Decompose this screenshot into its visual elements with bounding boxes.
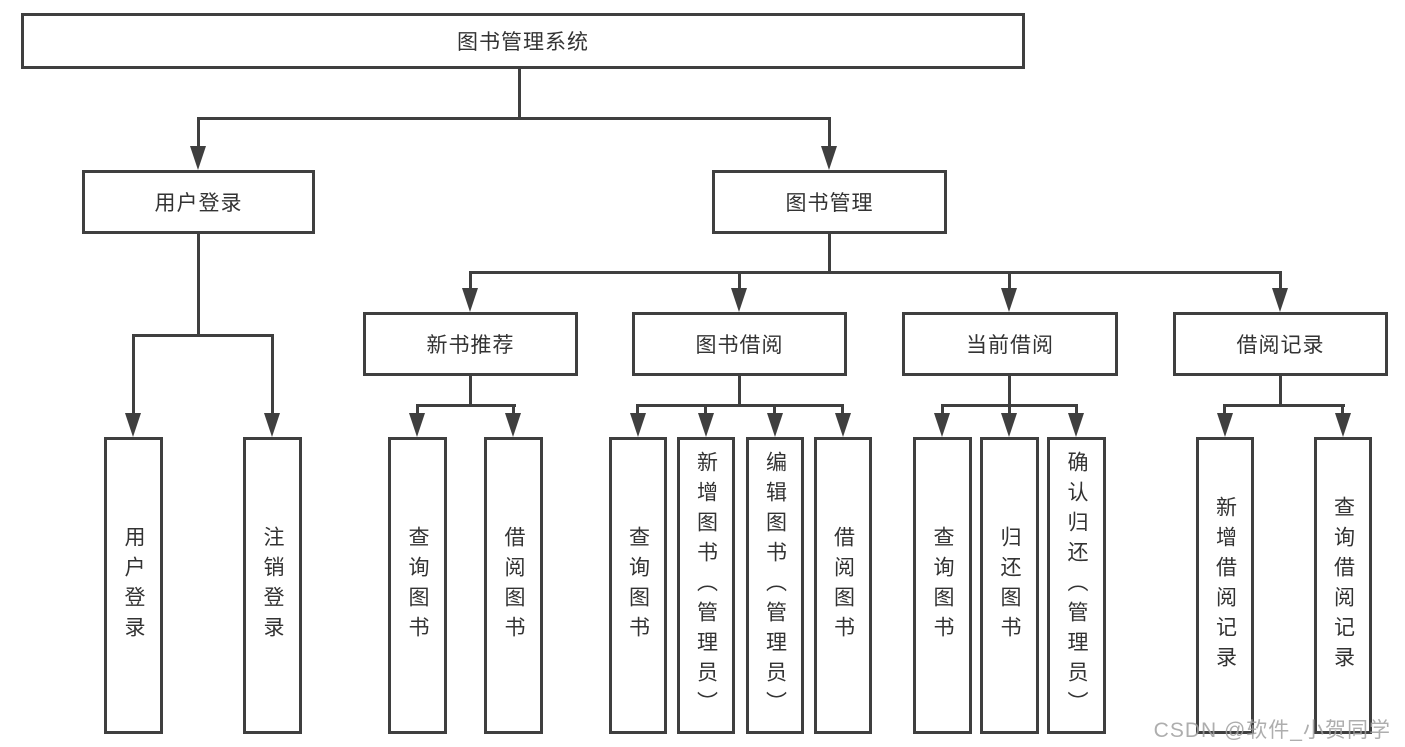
arrow-down-icon <box>934 413 950 437</box>
node-user-login: 用户登录 <box>82 170 315 234</box>
csdn-watermark: CSDN @软件_小贺同学 <box>1153 719 1391 742</box>
connector-user-login-horizontal <box>132 334 274 337</box>
connector-stem <box>1279 273 1282 290</box>
arrow-down-icon <box>821 146 837 170</box>
leaf-return-book-label: 归还图书 <box>998 525 1021 646</box>
leaf-confirm-return: 确认归还（管理员） <box>1047 437 1106 734</box>
node-root: 图书管理系统 <box>21 13 1025 69</box>
connector-new-book-horizontal <box>416 404 516 407</box>
connector-book-mgmt-horizontal <box>469 271 1282 274</box>
connector-current-borrow-horizontal <box>941 404 1078 407</box>
arrow-down-icon <box>1335 413 1351 437</box>
leaf-add-book: 新增图书（管理员） <box>677 437 735 734</box>
arrow-down-icon <box>698 413 714 437</box>
connector-user-login-vertical <box>197 233 200 336</box>
connector-root-horizontal <box>197 117 831 120</box>
leaf-borrow-book: 借阅图书 <box>814 437 872 734</box>
connector-current-borrow-vertical <box>1008 375 1011 406</box>
node-borrow-record: 借阅记录 <box>1173 312 1388 376</box>
leaf-borrow-book-recommend-label: 借阅图书 <box>502 525 525 646</box>
connector-stem <box>271 336 274 415</box>
connector-book-borrow-horizontal <box>636 404 844 407</box>
connector-stem <box>636 406 639 416</box>
connector-new-book-vertical <box>469 375 472 406</box>
leaf-confirm-return-label: 确认归还（管理员） <box>1065 450 1088 721</box>
arrow-down-icon <box>462 288 478 312</box>
leaf-add-borrow-record: 新增借阅记录 <box>1196 437 1254 734</box>
leaf-query-borrow-record-label: 查询借阅记录 <box>1331 495 1355 676</box>
node-book-borrow: 图书借阅 <box>632 312 847 376</box>
node-new-book-recommend: 新书推荐 <box>363 312 578 376</box>
arrow-down-icon <box>835 413 851 437</box>
connector-stem <box>704 406 707 416</box>
leaf-edit-book-label: 编辑图书（管理员） <box>763 450 787 721</box>
leaf-borrow-book-label: 借阅图书 <box>831 525 855 646</box>
node-borrow-record-label: 借阅记录 <box>1236 334 1325 357</box>
connector-stem <box>512 406 515 416</box>
node-book-management-label: 图书管理 <box>785 192 874 215</box>
arrow-down-icon <box>264 413 280 437</box>
connector-stem <box>738 273 741 290</box>
arrow-down-icon <box>1001 288 1017 312</box>
arrow-down-icon <box>409 413 425 437</box>
connector-stem <box>1075 406 1078 416</box>
leaf-query-current-borrow-label: 查询图书 <box>931 525 954 646</box>
node-current-borrow: 当前借阅 <box>902 312 1118 376</box>
leaf-add-borrow-record-label: 新增借阅记录 <box>1213 495 1237 676</box>
connector-stem <box>469 273 472 290</box>
arrow-down-icon <box>190 146 206 170</box>
node-new-book-recommend-label: 新书推荐 <box>426 334 515 357</box>
leaf-logout: 注销登录 <box>243 437 302 734</box>
connector-stem <box>1223 406 1226 416</box>
leaf-query-book: 查询图书 <box>609 437 667 734</box>
node-current-borrow-label: 当前借阅 <box>966 334 1054 357</box>
leaf-user-login-label: 用户登录 <box>122 525 145 646</box>
connector-root-vertical <box>518 67 521 119</box>
leaf-return-book: 归还图书 <box>980 437 1039 734</box>
arrow-down-icon <box>1217 413 1233 437</box>
connector-stem <box>841 406 844 416</box>
connector-stem <box>773 406 776 416</box>
connector-stem <box>1008 406 1011 416</box>
leaf-query-current-borrow: 查询图书 <box>913 437 972 734</box>
arrow-down-icon <box>125 413 141 437</box>
connector-stem <box>1341 406 1344 416</box>
connector-borrow-record-vertical <box>1279 375 1282 406</box>
arrow-down-icon <box>1001 413 1017 437</box>
leaf-query-book-recommend: 查询图书 <box>388 437 447 734</box>
arrow-down-icon <box>731 288 747 312</box>
connector-stem <box>416 406 419 416</box>
node-user-login-label: 用户登录 <box>154 192 243 215</box>
arrow-down-icon <box>1272 288 1288 312</box>
leaf-query-borrow-record: 查询借阅记录 <box>1314 437 1372 734</box>
connector-stem <box>132 336 135 415</box>
connector-stem <box>828 119 831 149</box>
arrow-down-icon <box>505 413 521 437</box>
arrow-down-icon <box>630 413 646 437</box>
leaf-query-book-label: 查询图书 <box>626 525 650 646</box>
node-book-borrow-label: 图书借阅 <box>695 334 784 357</box>
leaf-edit-book: 编辑图书（管理员） <box>746 437 804 734</box>
node-root-label: 图书管理系统 <box>457 31 589 54</box>
leaf-add-book-label: 新增图书（管理员） <box>694 450 718 721</box>
connector-stem <box>941 406 944 416</box>
arrow-down-icon <box>1068 413 1084 437</box>
leaf-query-book-recommend-label: 查询图书 <box>406 525 429 646</box>
leaf-logout-label: 注销登录 <box>261 525 284 646</box>
connector-stem <box>1008 273 1011 290</box>
node-book-management: 图书管理 <box>712 170 947 234</box>
arrow-down-icon <box>767 413 783 437</box>
leaf-user-login: 用户登录 <box>104 437 163 734</box>
leaf-borrow-book-recommend: 借阅图书 <box>484 437 543 734</box>
connector-borrow-record-horizontal <box>1223 404 1345 407</box>
connector-stem <box>197 119 200 149</box>
connector-book-mgmt-vertical <box>828 233 831 273</box>
connector-book-borrow-vertical <box>738 375 741 406</box>
